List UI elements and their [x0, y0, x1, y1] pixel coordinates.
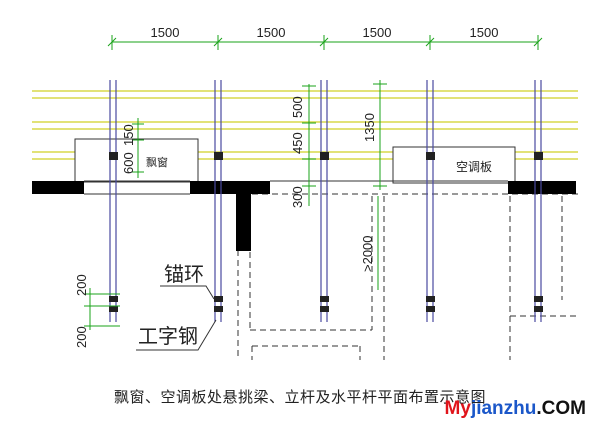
pole-nodes [109, 152, 543, 312]
watermark-part-c: .COM [536, 398, 586, 419]
dim-label-600: 600 [121, 152, 136, 174]
watermark-part-b: jianzhu [470, 398, 537, 419]
wall-segment-center [190, 181, 270, 194]
total-vertical-dimension [373, 80, 387, 190]
dim-label-450: 450 [290, 132, 305, 154]
wall-column [236, 194, 251, 251]
i-beam-leader [136, 319, 217, 351]
anchor-spacing-dimension [84, 288, 120, 330]
dim-label-2000: >2000 [360, 235, 375, 272]
structural-walls [32, 181, 576, 251]
anchor-ring-label: 锚环 [164, 262, 204, 286]
wall-segment-right [508, 181, 576, 194]
ac-board-label: 空调板 [456, 160, 492, 174]
dim-label-500: 500 [290, 96, 305, 118]
anchor-dim-label-2: 200 [74, 326, 89, 348]
spacing-label-1: 1500 [151, 25, 180, 40]
site-watermark: Myjianzhu.COM [445, 398, 586, 420]
i-beam-label: 工字钢 [138, 324, 198, 348]
bay-window-label: 飘窗 [146, 155, 168, 169]
dim-label-300: 300 [290, 186, 305, 208]
dashed-structure [237, 193, 578, 360]
figure-caption: 飘窗、空调板处悬挑梁、立杆及水平杆平面布置示意图 [113, 388, 486, 406]
left-vertical-dimension [132, 118, 144, 178]
vertical-poles [109, 80, 542, 322]
top-dimension-line [107, 35, 543, 50]
spacing-label-3: 1500 [363, 25, 392, 40]
anchor-ring-leader [160, 285, 215, 300]
spacing-label-2: 1500 [257, 25, 286, 40]
middle-vertical-dimension [302, 84, 316, 206]
wall-segment-left [32, 181, 84, 194]
spacing-label-4: 1500 [470, 25, 499, 40]
ac-board-outline [392, 146, 516, 184]
watermark-part-a: My [444, 398, 471, 419]
dim-label-150: 150 [121, 124, 136, 146]
dim-label-1350: 1350 [362, 113, 377, 142]
bay-window-outline [74, 138, 199, 183]
anchor-dim-label-1: 200 [74, 274, 89, 296]
